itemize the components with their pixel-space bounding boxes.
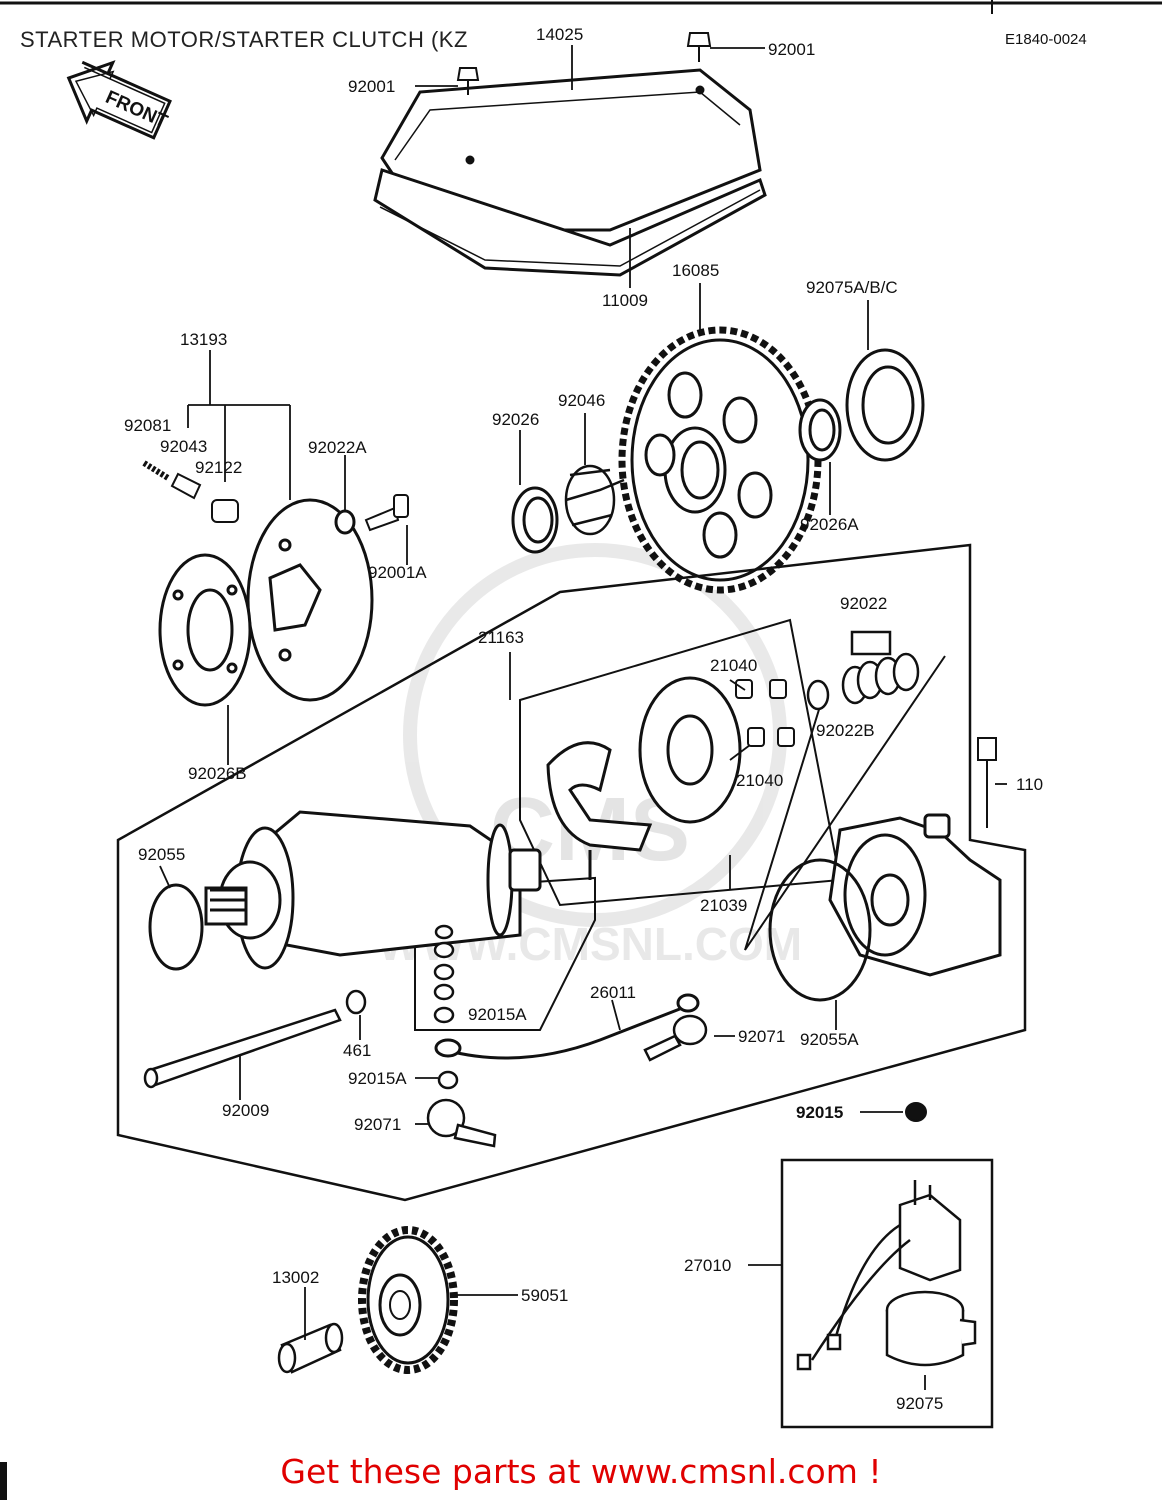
label-11009: 11009 [602,291,648,310]
label-461: 461 [343,1041,371,1060]
label-92071-right: 92071 [738,1027,785,1046]
gear-59051 [358,1226,458,1374]
label-13002: 13002 [272,1268,319,1287]
rubber-cover-92075 [885,1290,977,1367]
label-92081: 92081 [124,416,171,435]
washer-stack-92015A [433,924,455,1024]
gear-16085 [618,326,822,594]
bolt-92009 [143,1008,342,1089]
o-ring-92055A [768,858,872,1002]
o-ring-92055 [148,883,204,971]
label-92055: 92055 [138,845,185,864]
label-16085: 16085 [672,261,719,280]
bolt-92001-left [456,67,480,95]
cable-26011 [434,993,700,1060]
washer-92026A [798,398,842,462]
label-92015A-upper: 92015A [468,1005,527,1024]
shim-92075ABC [845,348,925,462]
label-13193: 13193 [180,330,227,349]
brush-holder-21163 [546,741,653,880]
washers-92022 [841,630,920,705]
label-92055A: 92055A [800,1030,859,1049]
terminal-92071-left [426,1098,497,1148]
label-92015: 92015 [796,1103,843,1122]
washer-92026B [158,553,252,707]
washer-92022B [806,679,830,711]
label-92022A: 92022A [308,438,367,457]
part-labels: 14025 92001 92001 11009 16085 92075A/B/C… [124,25,1043,1413]
front-arrow-icon: FRONT [66,60,172,140]
bolt-92001-right [686,32,712,62]
end-cover [828,813,1002,977]
starter-motor [204,810,542,970]
label-21163: 21163 [478,628,524,647]
nut-92015 [905,1102,927,1122]
bolt-92001A [364,494,409,532]
label-92026B: 92026B [188,764,247,783]
label-92022: 92022 [840,594,887,613]
reference-code: E1840-0024 [1005,31,1087,48]
label-27010: 27010 [684,1256,731,1275]
diagram-title: STARTER MOTOR/STARTER CLUTCH (KZ [20,27,468,52]
label-92001A: 92001A [368,563,427,582]
washer-stack-outline [414,876,596,1031]
footer-promo-link[interactable]: Get these parts at www.cmsnl.com ! [280,1452,882,1491]
nut-92015A [437,1070,459,1090]
washer-92022A [334,509,356,535]
starter-relay-27010 [796,1180,962,1371]
label-21040-top: 21040 [710,656,757,675]
label-92122: 92122 [195,458,242,477]
label-92026: 92026 [492,410,539,429]
bolt-110 [977,737,997,828]
label-92009: 92009 [222,1101,269,1120]
brush-plate-outline [519,618,842,907]
label-110: 110 [1016,775,1043,794]
label-92043: 92043 [160,437,207,456]
motor-assembly-outline [116,543,1027,1202]
leader-lines [159,45,1007,1390]
cover-14025 [373,68,767,277]
label-92026A: 92026A [800,515,859,534]
label-92015A-lower: 92015A [348,1069,407,1088]
nut-461 [345,989,367,1015]
edge-mark [0,1462,7,1500]
label-92075ABC: 92075A/B/C [806,278,898,297]
clutch-body-13193 [246,498,374,702]
label-92001-right: 92001 [768,40,815,59]
cover-triangle-outline [744,655,946,951]
label-21040-bottom: 21040 [736,771,783,790]
relay-outline [780,1158,994,1429]
label-92022B: 92022B [816,721,875,740]
label-59051: 59051 [521,1286,568,1305]
shaft-13002 [277,1322,344,1374]
roller-92122 [211,499,239,523]
bearing-92046 [564,464,625,536]
label-92071-left: 92071 [354,1115,401,1134]
label-92075: 92075 [896,1394,943,1413]
label-14025: 14025 [536,25,583,44]
spring-92081 [142,460,170,481]
cap-92043 [170,472,202,500]
terminal-92071-right [643,1014,708,1062]
label-21039: 21039 [700,896,747,915]
washer-92026 [511,486,559,554]
label-92001-left: 92001 [348,77,395,96]
brush-plate-21039 [638,676,742,824]
label-26011: 26011 [590,983,636,1002]
label-92046: 92046 [558,391,605,410]
